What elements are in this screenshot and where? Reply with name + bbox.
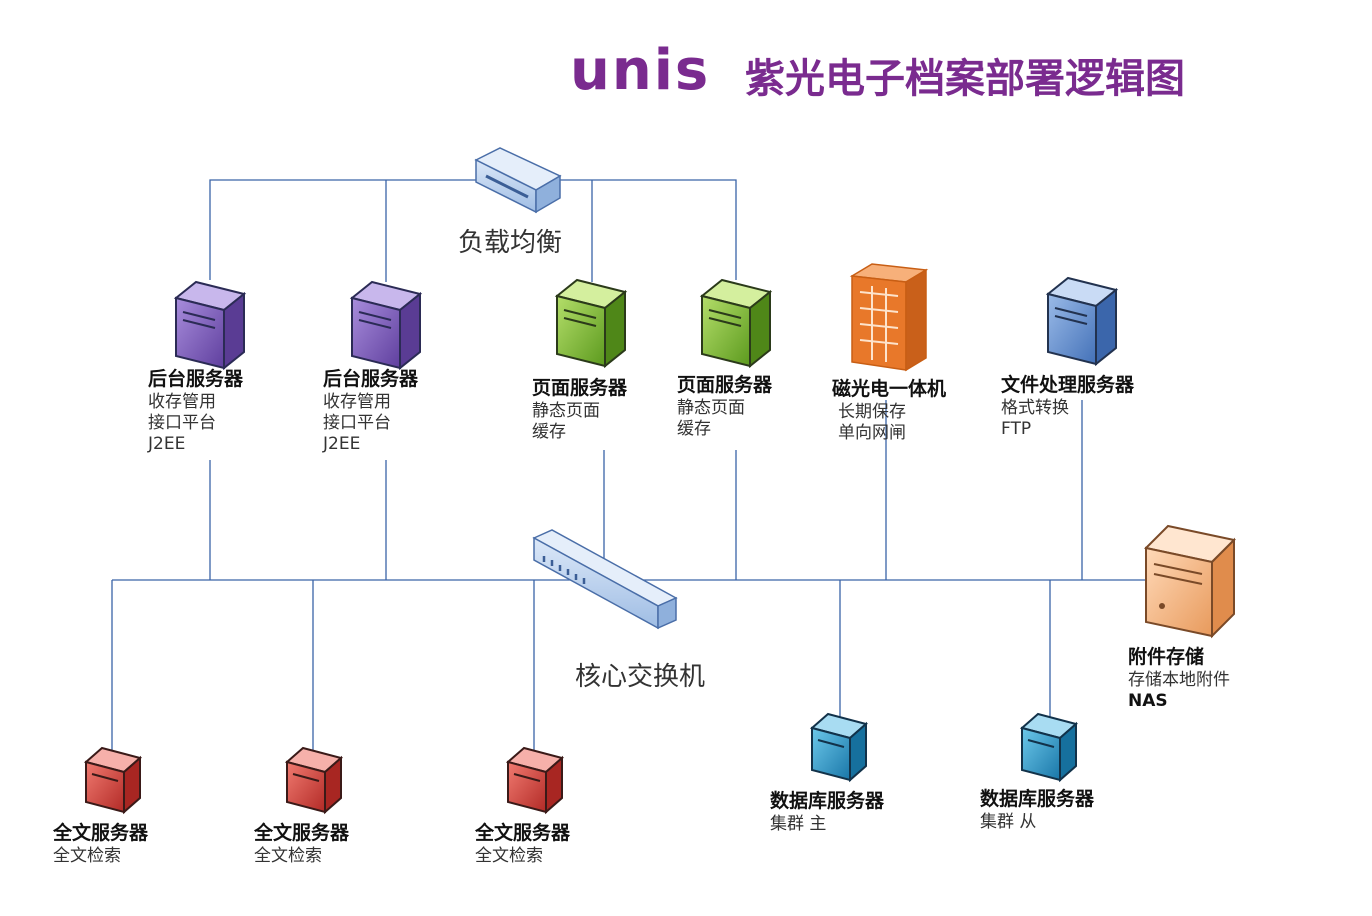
page-title: 紫光电子档案部署逻辑图 bbox=[745, 56, 1185, 102]
node-name: 全文服务器 bbox=[475, 822, 571, 844]
core-switch-icon bbox=[532, 529, 678, 630]
node-name: 全文服务器 bbox=[254, 822, 350, 844]
fulltext-server-label-3: 全文服务器 全文检索 bbox=[475, 822, 570, 867]
backend-server-label-2: 后台服务器 收存管用 接口平台 J2EE bbox=[323, 368, 418, 456]
node-name: 页面服务器 bbox=[532, 377, 628, 399]
node-name: 数据库服务器 bbox=[770, 790, 885, 812]
backend-server-icon-2 bbox=[349, 280, 423, 371]
node-desc: 格式转换 bbox=[1001, 397, 1069, 418]
node-desc: 单向网闸 bbox=[838, 423, 906, 443]
node-desc: 静态页面 bbox=[677, 397, 745, 418]
node-desc: 长期保存 bbox=[838, 401, 906, 422]
node-desc: NAS bbox=[1128, 691, 1168, 711]
node-name: 后台服务器 bbox=[323, 368, 419, 390]
node-desc: J2EE bbox=[148, 434, 186, 455]
database-server-icon-2 bbox=[1019, 712, 1079, 783]
node-desc: 集群 主 bbox=[770, 813, 827, 834]
fulltext-server-label-1: 全文服务器 全文检索 bbox=[53, 822, 148, 867]
node-desc: 收存管用 bbox=[148, 391, 216, 412]
node-desc: 收存管用 bbox=[323, 391, 391, 412]
node-desc: 全文检索 bbox=[254, 845, 322, 866]
load-balancer-icon bbox=[474, 147, 562, 214]
node-desc: 接口平台 bbox=[323, 413, 391, 433]
fulltext-server-icon-2 bbox=[284, 746, 344, 815]
node-name: 文件处理服务器 bbox=[1001, 374, 1135, 396]
node-name: 磁光电一体机 bbox=[832, 378, 947, 400]
node-desc: 全文检索 bbox=[475, 845, 543, 866]
backend-server-icon-1 bbox=[173, 280, 247, 371]
node-name: 数据库服务器 bbox=[980, 788, 1095, 810]
database-server-label-2: 数据库服务器 集群 从 bbox=[980, 788, 1094, 833]
node-desc: 静态页面 bbox=[532, 400, 600, 421]
optical-storage-label: 磁光电一体机 长期保存 单向网闸 bbox=[832, 378, 946, 444]
node-name: 页面服务器 bbox=[677, 374, 773, 396]
node-desc: 缓存 bbox=[532, 422, 566, 442]
optical-storage-icon bbox=[849, 263, 929, 372]
page-server-icon-2 bbox=[699, 278, 773, 369]
node-desc: 集群 从 bbox=[980, 811, 1037, 832]
node-name: 后台服务器 bbox=[148, 368, 244, 390]
page-server-label-2: 页面服务器 静态页面 缓存 bbox=[677, 374, 772, 440]
database-server-label-1: 数据库服务器 集群 主 bbox=[770, 790, 884, 835]
core-switch-label: 核心交换机 bbox=[575, 662, 706, 692]
connection-lines bbox=[111, 179, 1190, 752]
load-balancer-bus bbox=[209, 179, 737, 280]
node-desc: 全文检索 bbox=[53, 845, 121, 866]
page-server-label-1: 页面服务器 静态页面 缓存 bbox=[532, 377, 627, 443]
node-desc: 缓存 bbox=[677, 419, 711, 439]
node-desc: J2EE bbox=[323, 434, 361, 455]
backend-server-label-1: 后台服务器 收存管用 接口平台 J2EE bbox=[148, 368, 243, 456]
attachment-storage-label: 附件存储 存储本地附件 NAS bbox=[1128, 646, 1230, 712]
file-processing-server-label: 文件处理服务器 格式转换 FTP bbox=[1001, 374, 1134, 440]
node-desc: 接口平台 bbox=[148, 413, 216, 433]
page-server-icon-1 bbox=[554, 278, 628, 369]
fulltext-server-label-2: 全文服务器 全文检索 bbox=[254, 822, 349, 867]
node-desc: FTP bbox=[1001, 419, 1032, 439]
fulltext-server-icon-3 bbox=[505, 746, 565, 815]
node-desc: 存储本地附件 bbox=[1128, 669, 1230, 690]
fulltext-server-icon-1 bbox=[83, 746, 143, 815]
load-balancer-label: 负载均衡 bbox=[458, 228, 563, 258]
file-processing-server-icon bbox=[1045, 276, 1119, 367]
brand-logo: unis bbox=[570, 38, 711, 103]
node-name: 附件存储 bbox=[1128, 646, 1205, 668]
attachment-storage-icon bbox=[1143, 524, 1237, 639]
node-name: 全文服务器 bbox=[53, 822, 149, 844]
database-server-icon-1 bbox=[809, 712, 869, 783]
